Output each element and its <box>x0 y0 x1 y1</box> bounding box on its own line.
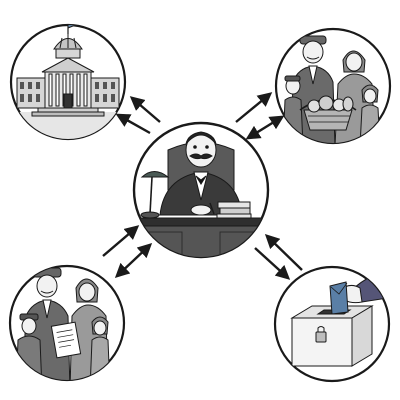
arrow-family-bottom-double <box>114 243 153 278</box>
family-with-food-basket-icon <box>282 35 381 143</box>
arrow-from-family-bottom <box>102 225 140 257</box>
node-politician <box>132 121 270 259</box>
arrow-to-capitol-2 <box>115 113 151 135</box>
arrow-family-top-double <box>245 115 285 140</box>
arrow-to-family-top <box>235 92 273 123</box>
arrow-to-ballot <box>254 247 291 280</box>
politician-at-desk-icon <box>134 131 268 257</box>
node-ballot <box>273 265 391 383</box>
family-with-document-icon <box>15 267 111 380</box>
arrow-from-ballot <box>264 233 303 271</box>
node-family-top <box>274 27 392 145</box>
connector-arrows <box>102 92 303 280</box>
node-family-bottom <box>8 264 126 382</box>
node-capitol <box>9 23 127 141</box>
arrow-to-capitol-1 <box>129 96 161 123</box>
